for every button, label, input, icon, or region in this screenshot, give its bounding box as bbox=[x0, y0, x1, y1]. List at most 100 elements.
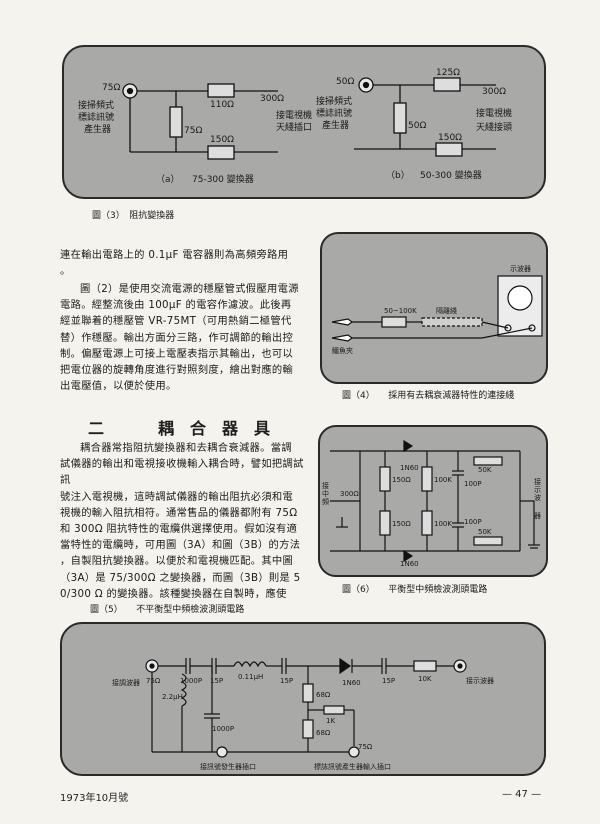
fig3a-dst-label-2: 天綫插口 bbox=[276, 123, 313, 133]
fig3a-src-label-2: 標誌訊號 bbox=[78, 113, 115, 123]
para3-line-5: 和 300Ω 阻抗特性的電纜供選擇使用。假如沒有適 bbox=[60, 523, 298, 536]
figure-5-caption: 圖（5） 不平衡型中頻檢波測頭電路 bbox=[90, 605, 245, 615]
para2-line-2: 電路。經整流後由 100μF 的電容作濾波。此後再 bbox=[60, 299, 292, 312]
issue-date: 1973年10月號 bbox=[60, 793, 129, 804]
fig4-cable-label: 隔離綫 bbox=[436, 307, 457, 315]
fig3b-src-label-3: 產生器 bbox=[322, 121, 350, 131]
para2-line-3: 經並聯着的穩壓管 VR-75MT（可用熱銷二極管代 bbox=[60, 315, 292, 328]
fig6-r1: 150Ω bbox=[392, 476, 411, 484]
fig6-d-bot: 1N60 bbox=[400, 560, 419, 568]
fig6-r-out-bot: 50K bbox=[478, 528, 492, 536]
para2-line-5: 制。偏壓電源上可接上電壓表指示其輸出，也可以 bbox=[60, 347, 294, 360]
fig3a-dst-label-1: 接電視機 bbox=[276, 111, 313, 121]
fig3b-r-top: 125Ω bbox=[436, 68, 461, 78]
para3-line-9: 0/300 Ω 的變換器。該種變換器在自製時，應使 bbox=[60, 587, 287, 600]
figure-4-panel: 示波器 50~100K 隔離綫 鱷魚夾 bbox=[320, 232, 548, 384]
section-title-char-2: 合 bbox=[190, 419, 211, 438]
para3-line-3: 號注入電視機，這時調試儀器的輸出阻抗必須和電 bbox=[60, 490, 294, 503]
fig6-right-label-4: 器 bbox=[534, 512, 541, 520]
fig4-probe-label: 鱷魚夾 bbox=[332, 347, 353, 355]
fig6-r-out-top: 50K bbox=[478, 466, 492, 474]
fig5-c4: 1000P bbox=[212, 725, 235, 733]
fig5-d1: 1N60 bbox=[342, 679, 361, 687]
fig6-r3: 100K bbox=[434, 476, 452, 484]
fig3a-r-bot: 150Ω bbox=[210, 135, 235, 145]
fig3a-r-mid: 75Ω bbox=[184, 126, 203, 136]
paragraph-3: 耦合器常指阻抗變換器和去耦合衰減器。當調 試儀器的輸出和電視接收機輸入耦合時，譬… bbox=[60, 440, 310, 602]
fig3a-src-label-1: 接掃頻式 bbox=[78, 101, 115, 111]
fig3b-src-label-1: 接掃頻式 bbox=[316, 97, 353, 107]
fig3b-dst-label-1: 接電視機 bbox=[476, 109, 513, 119]
fig5-r-out: 10K bbox=[418, 675, 432, 683]
fig6-left-label-3: 頻 bbox=[322, 498, 329, 506]
fig3a-caption-letter: （a） bbox=[156, 175, 180, 185]
section-title-char-3: 器 bbox=[222, 419, 243, 438]
fig4-resistor-label: 50~100K bbox=[384, 307, 417, 315]
figure-6-schematic bbox=[330, 439, 540, 563]
fig3a-caption-text: 75-300 變換器 bbox=[192, 175, 254, 185]
fig5-r3: 68Ω bbox=[316, 729, 331, 737]
figure-3-schematic bbox=[122, 77, 496, 160]
fig3a-source-res: 75Ω bbox=[102, 83, 121, 93]
para2-line-7: 出電壓值，以便於使用。 bbox=[60, 380, 177, 393]
fig3b-out-res: 300Ω bbox=[482, 87, 507, 97]
fig3b-dst-label-2: 天綫接頭 bbox=[476, 123, 513, 133]
fig5-right-label: 接示波器 bbox=[466, 677, 494, 685]
fig6-right-label-1: 接 bbox=[534, 478, 541, 486]
para2-line-1: 圖（2）是使用交流電源的穩壓管式假壓用電源 bbox=[80, 283, 299, 295]
fig4-meter-label: 示波器 bbox=[510, 265, 531, 273]
figure-6-panel: 接 中 頻 300Ω 1N60 1N60 150Ω 150Ω 100K 100K… bbox=[318, 425, 548, 577]
fig5-bottom-right-label: 標誌訊號產生器輸入插口 bbox=[314, 763, 391, 771]
fig3b-source-res: 50Ω bbox=[336, 77, 355, 87]
figure-3-panel: 75Ω 110Ω 75Ω 150Ω 300Ω 接掃頻式 標誌訊號 產生器 接電視… bbox=[62, 45, 546, 199]
fig5-l1: 0.11μH bbox=[238, 673, 264, 681]
para2-line-4: 替）作穩壓。輸出方面分三路，作可調節的輸出控 bbox=[60, 331, 294, 344]
fig3a-r-top: 110Ω bbox=[210, 100, 235, 110]
fig3b-src-label-2: 標誌訊號 bbox=[316, 109, 353, 119]
fig5-c1: 1000P bbox=[180, 677, 203, 685]
fig6-right-label-3: 波 bbox=[534, 494, 541, 502]
fig3a-out-res: 300Ω bbox=[260, 94, 285, 104]
fig5-c2: 15P bbox=[210, 677, 224, 685]
fig5-l2: 2.2μH bbox=[162, 693, 183, 701]
fig5-c3: 15P bbox=[280, 677, 294, 685]
fig3b-r-mid: 50Ω bbox=[408, 121, 427, 131]
paragraph-2: 圖（2）是使用交流電源的穩壓管式假壓用電源 電路。經整流後由 100μF 的電容… bbox=[60, 281, 310, 394]
figure-3-caption: 圖（3） 阻抗變換器 bbox=[92, 211, 175, 221]
section-title-char-1: 耦 bbox=[158, 419, 179, 438]
section-number: 二 bbox=[88, 419, 109, 438]
para3-line-8: （3A）是 75/300Ω 之變換器，而圖（3B）則是 5 bbox=[60, 571, 301, 584]
fig6-left-label-1: 接 bbox=[322, 482, 329, 490]
fig3b-caption-letter: （b） bbox=[386, 171, 410, 181]
figure-6-caption: 圖（6） 平衡型中頻檢波測頭電路 bbox=[342, 585, 488, 595]
figure-5-schematic bbox=[145, 657, 467, 758]
fig5-r2: 1K bbox=[326, 717, 336, 725]
fig6-d-top: 1N60 bbox=[400, 464, 419, 472]
fig6-right-label-2: 示 bbox=[534, 486, 541, 494]
para3-line-4: 視機的輸入阻抗相符。通常售品的儀器都附有 75Ω bbox=[60, 506, 298, 519]
paragraph-1: 連在輸出電路上的 0.1μF 電容器則為高頻旁路用 。 bbox=[60, 247, 310, 279]
para2-line-6: 把電位器的旋轉角度進行對照刻度，繪出對應的輸 bbox=[60, 364, 294, 377]
figure-4-schematic bbox=[331, 275, 543, 342]
para3-line-2: 試儀器的輸出和電視接收機輸入耦合時，譬如把調試訊 bbox=[60, 458, 304, 487]
fig6-left-label-2: 中 bbox=[322, 490, 329, 498]
para3-line-1: 耦合器常指阻抗變換器和去耦合衰減器。當調 bbox=[80, 442, 292, 454]
fig3b-r-bot: 150Ω bbox=[438, 133, 463, 143]
fig5-left-label: 接調波器 bbox=[112, 679, 140, 687]
fig6-c1: 100P bbox=[464, 480, 482, 488]
para1-line-1: 連在輸出電路上的 0.1μF 電容器則為高頻旁路用 bbox=[60, 249, 289, 261]
fig6-r2: 150Ω bbox=[392, 520, 411, 528]
fig5-bottom-res: 75Ω bbox=[358, 743, 373, 751]
figure-4-caption: 圖（4） 採用有去耦衰減器特性的連接綫 bbox=[342, 391, 515, 401]
fig3a-src-label-3: 產生器 bbox=[84, 125, 112, 135]
para1-line-2: 。 bbox=[60, 265, 71, 278]
figure-5-panel: 75Ω 接調波器 1000P 15P 0.11μH 15P 2.2μH 1000… bbox=[60, 622, 546, 776]
para3-line-7: ，自製阻抗變換器。以便於和電視機匹配。其中圖 bbox=[60, 555, 294, 568]
fig5-c5: 15P bbox=[382, 677, 396, 685]
para3-line-6: 當特性的電纜時，可用圖（3A）和圖（3B）的方法 bbox=[60, 539, 301, 552]
fig6-in-res: 300Ω bbox=[340, 490, 359, 498]
fig6-r4: 100K bbox=[434, 520, 452, 528]
page-number: — 47 — bbox=[502, 789, 542, 800]
fig5-bottom-left-label: 接訊號發生器插口 bbox=[200, 763, 256, 771]
fig5-r1: 68Ω bbox=[316, 691, 331, 699]
